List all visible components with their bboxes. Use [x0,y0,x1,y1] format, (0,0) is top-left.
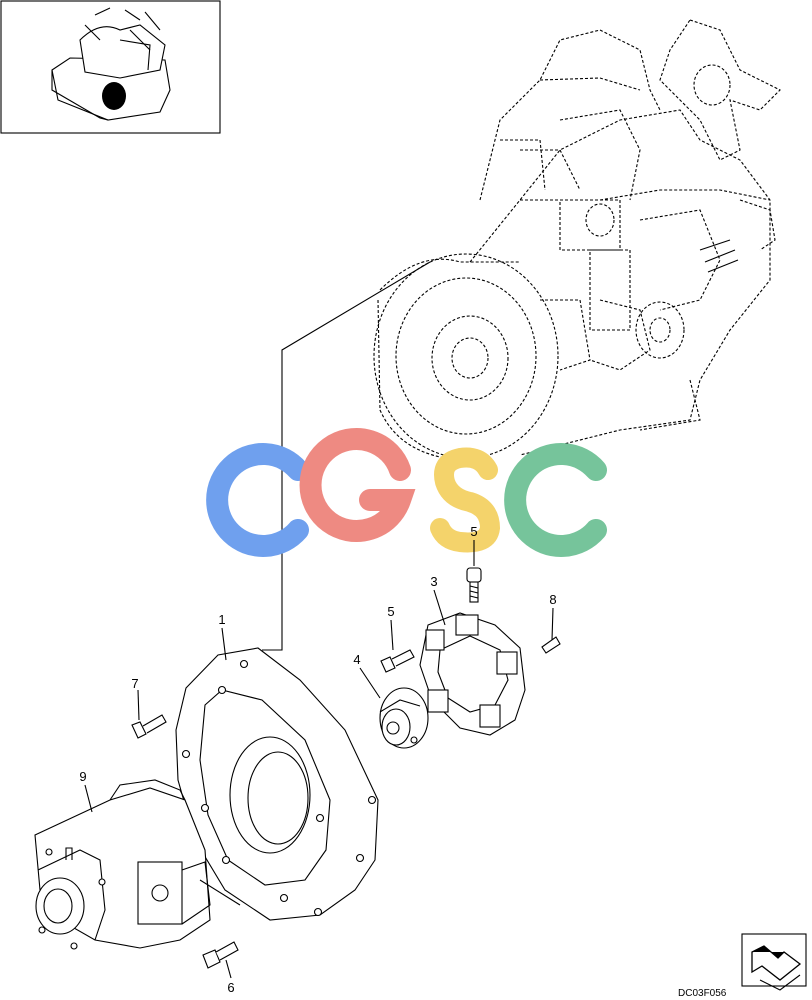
callout-7: 7 [131,676,138,691]
callout-3: 3 [430,574,437,589]
orientation-arrow-icon [741,933,807,991]
callout-4: 4 [353,652,360,667]
bolt-7 [131,714,167,739]
drawing-code: DC03F056 [678,988,727,999]
callout-labels: 1 3 4 5 5 6 7 8 9 [79,524,556,995]
flexible-coupling [419,612,526,736]
watermark-letter-s [430,447,501,553]
engine-outline [373,19,781,461]
watermark-letter-c2 [504,443,607,557]
highlight-location-icon [102,82,126,110]
callout-5-top: 5 [470,524,477,539]
callout-6: 6 [227,980,234,995]
coupling-hub [379,687,429,749]
machine-location-thumbnail [0,0,221,134]
callout-1: 1 [218,612,225,627]
callout-8: 8 [549,592,556,607]
watermark-letter-g [299,428,416,542]
bolt-6 [202,941,239,969]
hydraulic-pump [34,779,241,950]
bolt-5-left [380,649,415,673]
cgsc-watermark [206,428,607,557]
watermark-letter-c1 [206,443,309,557]
bolt-5-top [466,567,482,603]
callout-9: 9 [79,769,86,784]
callout-5-left: 5 [387,604,394,619]
dowel-pin [541,636,561,654]
callout-leaders [84,540,554,979]
adapter-housing-plate [175,647,379,921]
assembly-leader-line [262,261,431,651]
